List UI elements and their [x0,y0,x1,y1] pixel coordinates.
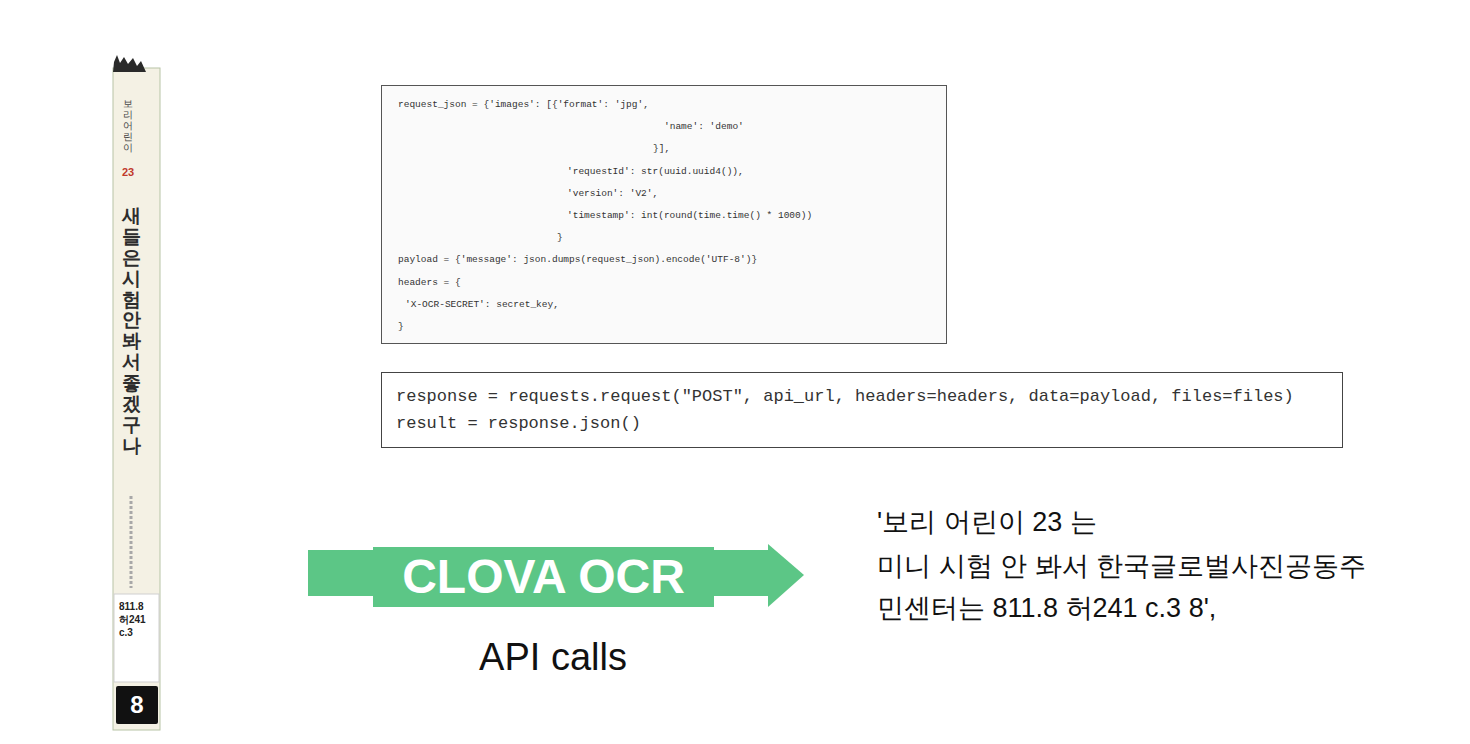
service-name: CLOVA OCR [402,547,685,607]
code-line: request_json = {'images': [{'format': 'j… [398,94,649,116]
call-number: 허241 [119,613,146,626]
code-line: result = response.json() [396,410,641,437]
code-line: 'X-OCR-SECRET': secret_key, [405,294,559,316]
series-name: 보리 어린이 [123,98,133,153]
code-line: response = requests.request("POST", api_… [396,383,1294,410]
code-line: } [557,227,563,249]
ocr-arrow [308,544,804,607]
ocr-service-box: CLOVA OCR [373,547,714,607]
code-line: 'version': 'V2', [567,183,658,205]
volume-tag [116,686,158,724]
caption-label: API calls [479,634,627,680]
code-line: headers = { [398,272,461,294]
arrow-head [768,544,804,607]
call-number: 811.8 [119,600,143,613]
spine-body [113,68,160,730]
book-title: 새들은 시험 안 봐서 좋겠구나 [122,206,141,457]
publisher-imprint [130,496,133,588]
code-line: } [398,316,404,338]
code-line: }], [653,138,670,160]
code-line: payload = {'message': json.dumps(request… [398,249,757,271]
series-number: 23 [122,166,134,179]
code-line: 'requestId': str(uuid.uuid4()), [567,161,744,183]
torn-top [113,55,146,72]
book-spine-illustration [113,55,160,730]
call-number-sticker [114,594,159,682]
code-block: request_json = {'images': [{'format': 'j… [381,85,947,344]
code-line: 'timestamp': int(round(time.time() * 100… [567,205,812,227]
ocr-result-line: 민센터는 811.8 허241 c.3 8', [877,592,1216,624]
code-block: response = requests.request("POST", api_… [381,372,1343,448]
ocr-result-line: '보리 어린이 23 는 [877,506,1097,538]
ocr-result-line: 미니 시험 안 봐서 한국글로벌사진공동주 [877,550,1366,582]
code-line: 'name': 'demo' [664,116,744,138]
volume-number: 8 [130,691,143,719]
call-number: c.3 [119,626,133,639]
